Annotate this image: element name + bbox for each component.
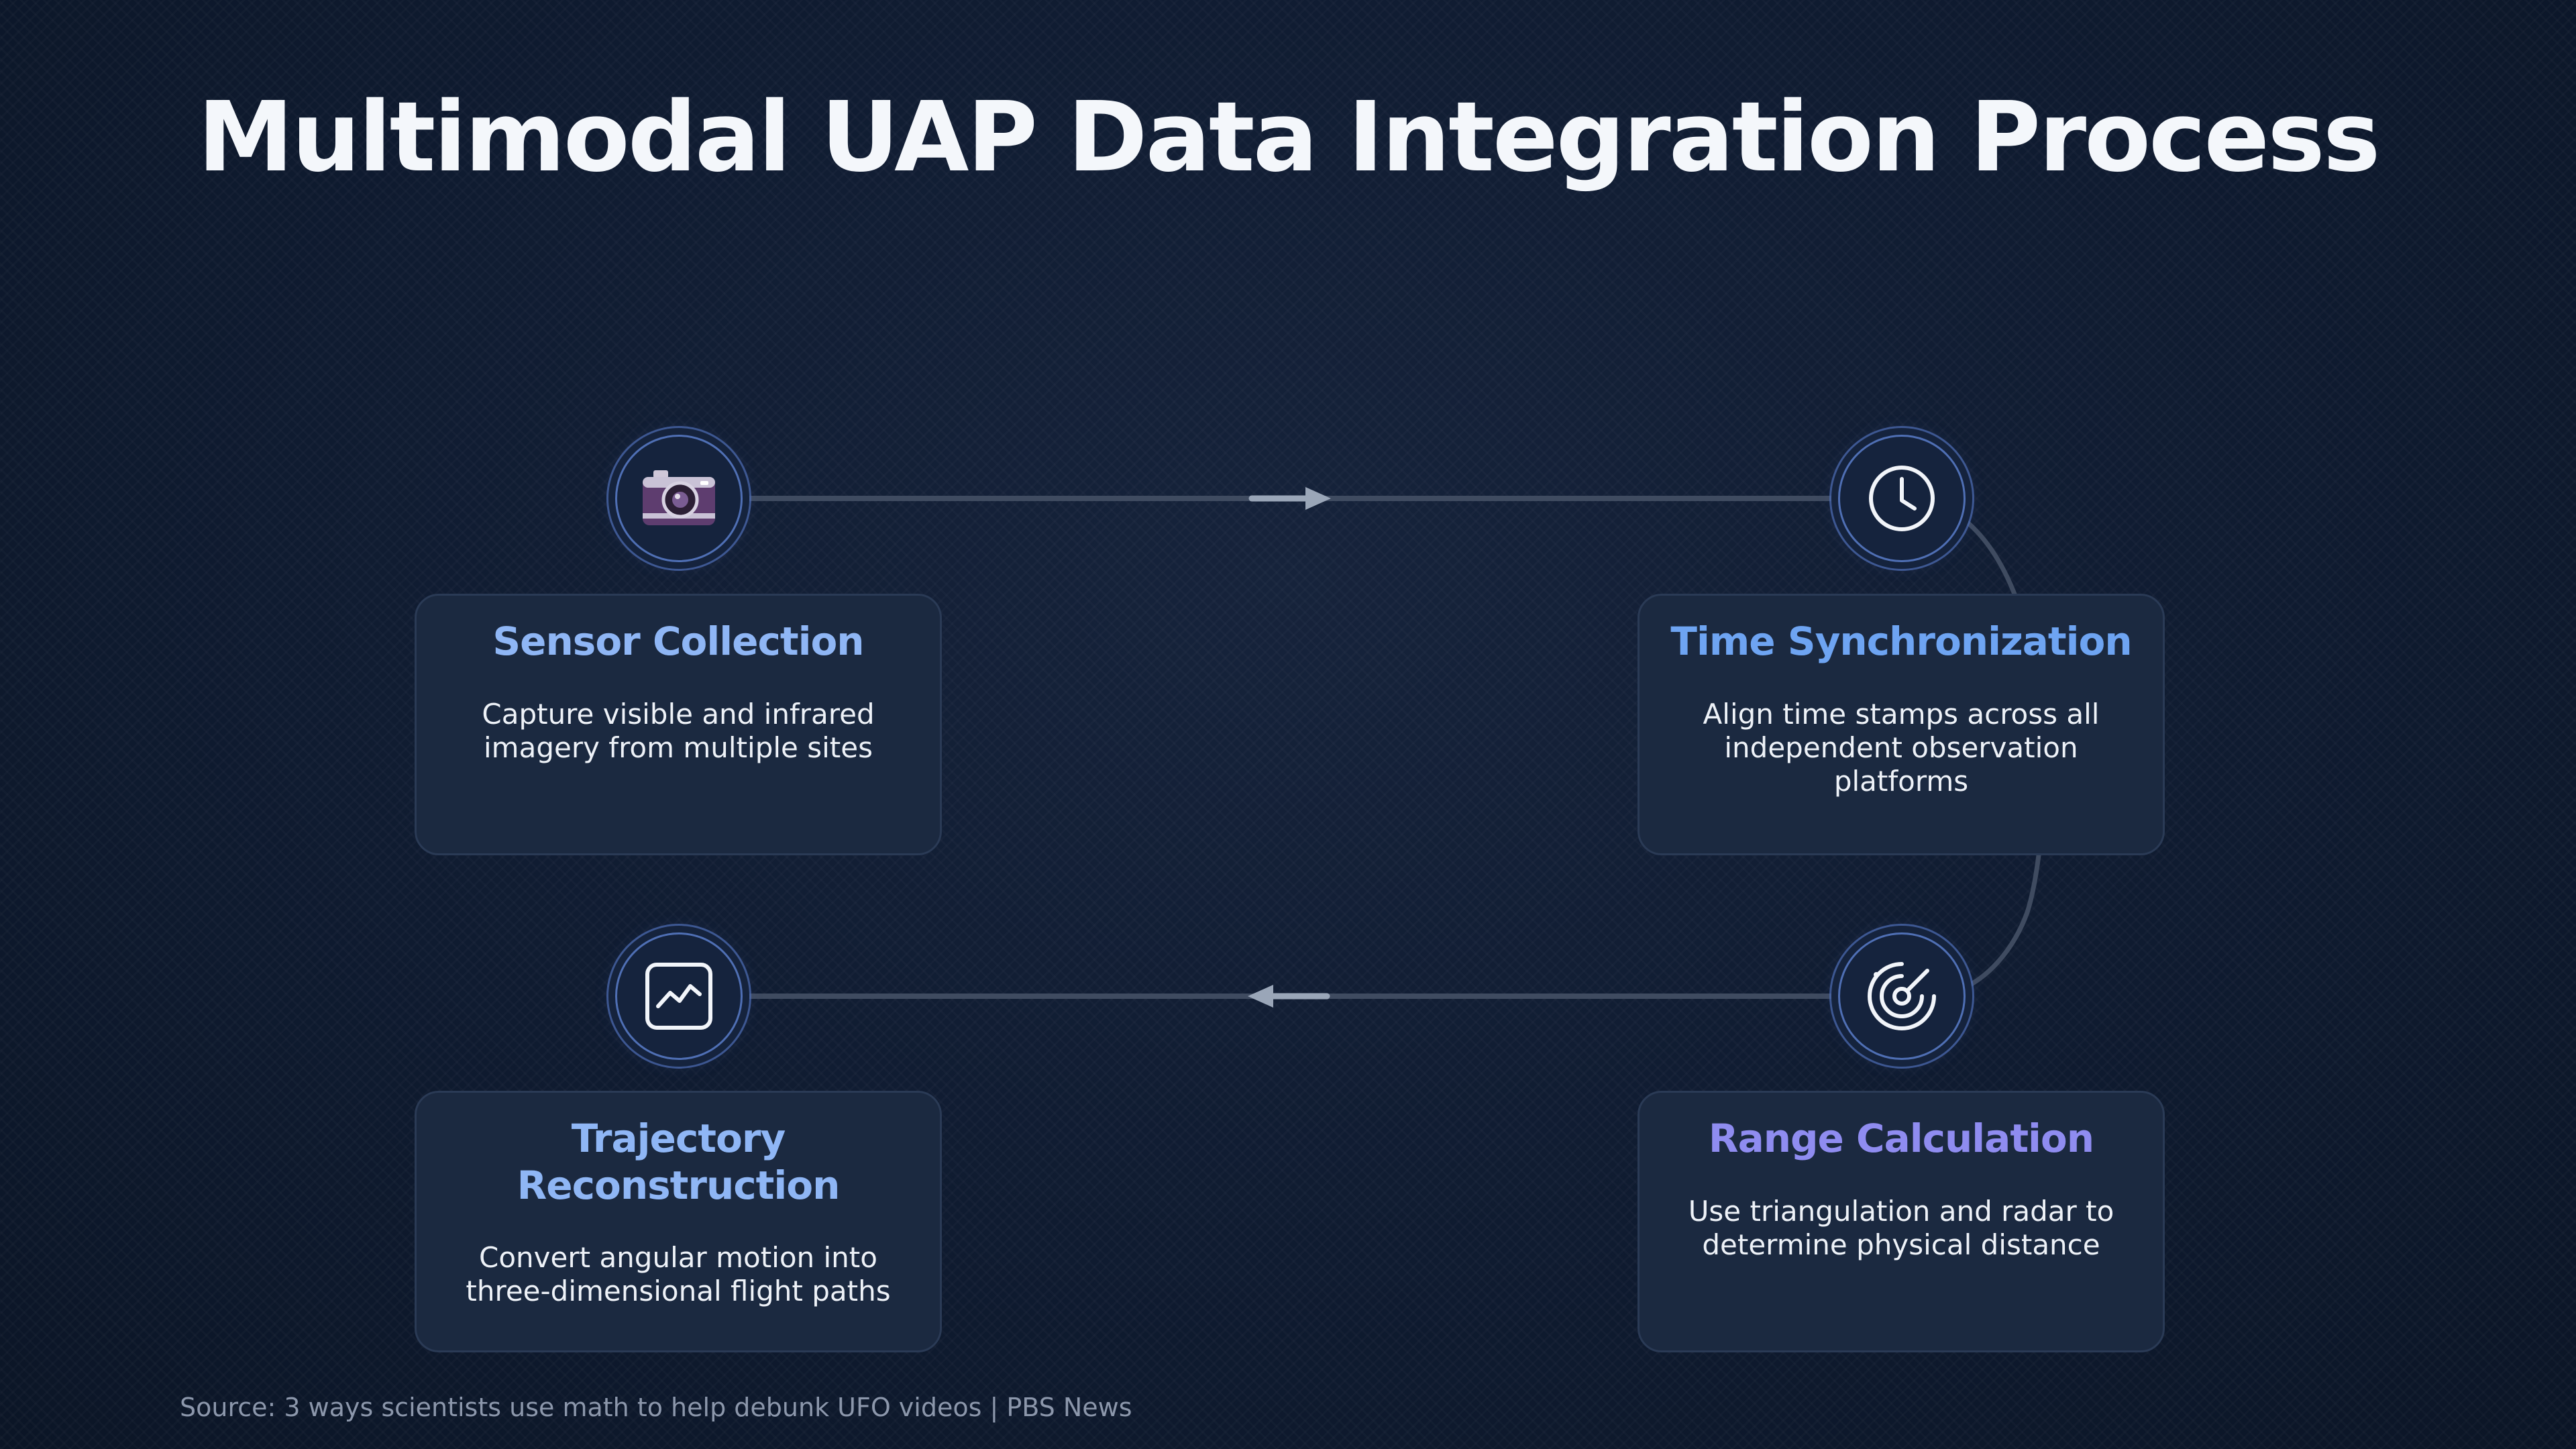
card-description: Align time stamps across all independent… <box>1703 697 2100 798</box>
radar-icon <box>1868 962 1936 1030</box>
card-sensor-collection: Sensor Collection Capture visible and in… <box>415 594 942 855</box>
node-sensor-collection <box>615 435 743 562</box>
clock-icon <box>1869 466 1935 531</box>
card-title: Sensor Collection <box>492 619 864 664</box>
card-trajectory-reconstruction: Trajectory Reconstruction Convert angula… <box>415 1091 942 1352</box>
card-description: Capture visible and infrared imagery fro… <box>482 697 875 764</box>
source-caption: Source: 3 ways scientists use math to he… <box>180 1393 1132 1422</box>
trajectory-chart-icon <box>645 963 712 1030</box>
arrow-right-icon <box>1248 487 1331 510</box>
node-range-calculation <box>1838 932 1966 1060</box>
page-title: Multimodal UAP Data Integration Process <box>197 80 2380 193</box>
node-trajectory-reconstruction <box>615 932 743 1060</box>
card-time-synchronization: Time Synchronization Align time stamps a… <box>1638 594 2165 855</box>
card-description: Use triangulation and radar to determine… <box>1688 1194 2114 1261</box>
card-description: Convert angular motion into three-dimens… <box>466 1241 891 1308</box>
camera-icon <box>643 470 715 525</box>
card-range-calculation: Range Calculation Use triangulation and … <box>1638 1091 2165 1352</box>
arrow-left-icon <box>1248 985 1330 1008</box>
card-title: Range Calculation <box>1708 1116 2094 1161</box>
card-title: Trajectory Reconstruction <box>517 1116 841 1208</box>
node-time-synchronization <box>1838 435 1966 562</box>
card-title: Time Synchronization <box>1670 619 2132 664</box>
